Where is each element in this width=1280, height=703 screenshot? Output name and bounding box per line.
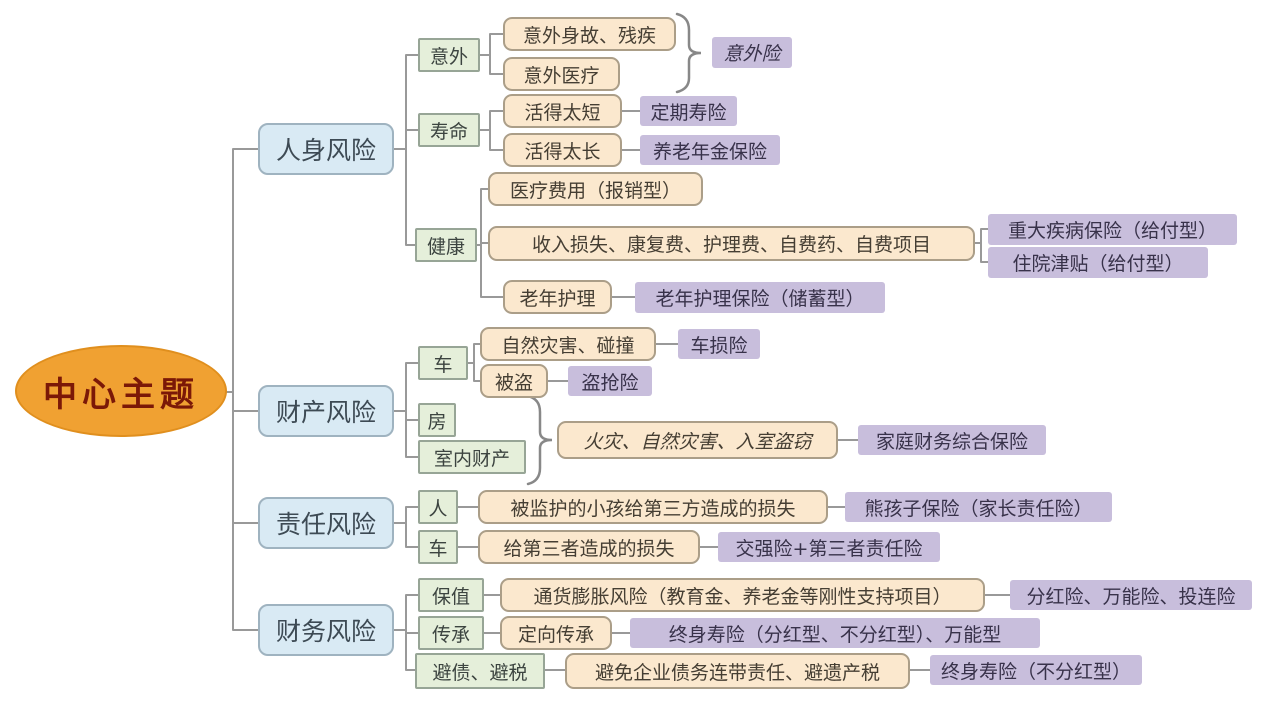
connector-personal (393, 33, 989, 298)
product-pension-annuity[interactable]: 养老年金保险 (640, 135, 780, 165)
risk-elder-care[interactable]: 老年护理 (503, 280, 612, 314)
branch-liability-risk[interactable]: 责任风险 (258, 497, 394, 549)
category-lifespan[interactable]: 寿命 (418, 113, 480, 147)
category-indoor-property[interactable]: 室内财产 (418, 440, 526, 474)
product-elder-care-insurance[interactable]: 老年护理保险（储蓄型） (635, 282, 885, 313)
product-term-life[interactable]: 定期寿险 (640, 96, 737, 126)
connector-liability (393, 506, 846, 548)
risk-directed-inheritance[interactable]: 定向传承 (500, 616, 612, 650)
product-accident-insurance[interactable]: 意外险 (712, 37, 792, 68)
central-topic[interactable]: 中心主题 (15, 345, 227, 437)
category-car[interactable]: 车 (418, 346, 468, 380)
branch-financial-risk[interactable]: 财务风险 (258, 604, 394, 656)
category-debt-tax-avoidance[interactable]: 避债、避税 (415, 653, 545, 689)
brace-accident (675, 12, 702, 94)
product-dividend-universal-unitlinked[interactable]: 分红险、万能险、投连险 (1010, 580, 1252, 610)
connector-property (393, 343, 859, 458)
risk-child-third-party-loss[interactable]: 被监护的小孩给第三方造成的损失 (478, 490, 828, 524)
branch-property-risk[interactable]: 财产风险 (258, 385, 394, 437)
product-compulsory-third-party[interactable]: 交强险+第三者责任险 (718, 532, 940, 562)
risk-theft[interactable]: 被盗 (480, 364, 548, 398)
category-accident[interactable]: 意外 (418, 38, 480, 72)
risk-live-too-long[interactable]: 活得太长 (503, 133, 622, 167)
risk-corporate-debt-estate-tax[interactable]: 避免企业债务连带责任、避遗产税 (565, 653, 910, 689)
risk-third-party-loss[interactable]: 给第三者造成的损失 (478, 530, 700, 564)
product-whole-life-variants[interactable]: 终身寿险（分红型、不分红型）、万能型 (630, 618, 1040, 648)
product-hospital-allowance[interactable]: 住院津贴（给付型） (988, 247, 1208, 278)
category-value-preservation[interactable]: 保值 (418, 578, 484, 612)
risk-inflation[interactable]: 通货膨胀风险（教育金、养老金等刚性支持项目） (500, 578, 985, 612)
risk-accident-death-disability[interactable]: 意外身故、残疾 (503, 17, 676, 51)
category-car-liability[interactable]: 车 (418, 530, 458, 564)
connector-financial (393, 594, 1011, 671)
risk-live-too-short[interactable]: 活得太短 (503, 94, 622, 128)
connector-trunk (226, 148, 259, 631)
category-health[interactable]: 健康 (415, 228, 477, 262)
risk-natural-disaster-collision[interactable]: 自然灾害、碰撞 (480, 327, 656, 361)
product-home-comprehensive[interactable]: 家庭财务综合保险 (858, 425, 1046, 455)
category-inheritance[interactable]: 传承 (418, 616, 484, 650)
category-person[interactable]: 人 (418, 490, 458, 524)
product-whole-life-nondividend[interactable]: 终身寿险（不分红型） (930, 655, 1142, 685)
product-critical-illness[interactable]: 重大疾病保险（给付型） (988, 214, 1237, 245)
product-car-damage[interactable]: 车损险 (678, 329, 760, 359)
product-naughty-child-insurance[interactable]: 熊孩子保险（家长责任险） (845, 492, 1112, 522)
category-house[interactable]: 房 (418, 403, 456, 437)
risk-fire-disaster-burglary[interactable]: 火灾、自然灾害、入室盗窃 (557, 421, 838, 459)
product-theft-robbery[interactable]: 盗抢险 (568, 366, 652, 396)
risk-medical-expenses[interactable]: 医疗费用（报销型） (488, 172, 703, 206)
brace-home (526, 394, 553, 486)
risk-income-loss[interactable]: 收入损失、康复费、护理费、自费药、自费项目 (488, 226, 975, 261)
branch-personal-risk[interactable]: 人身风险 (258, 123, 394, 175)
risk-accident-medical[interactable]: 意外医疗 (503, 57, 620, 91)
